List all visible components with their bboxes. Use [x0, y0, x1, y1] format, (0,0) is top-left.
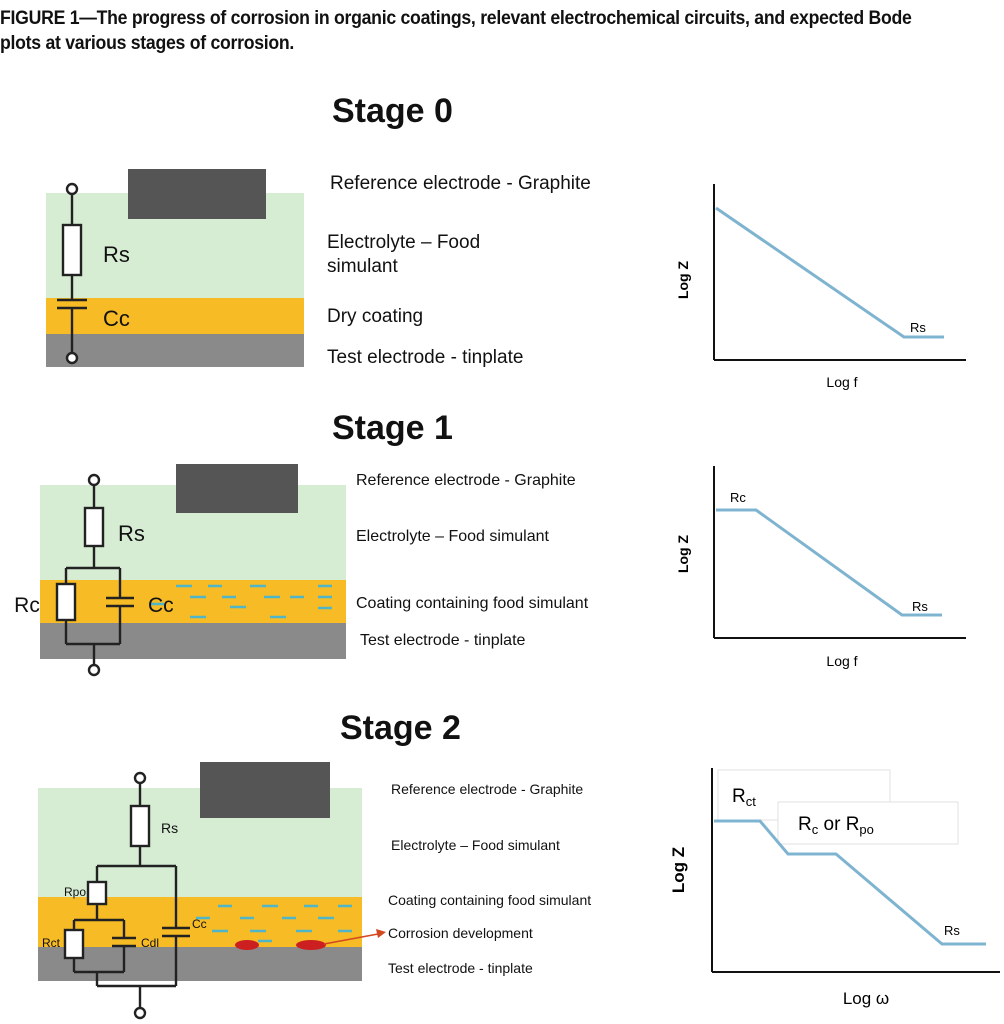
stage-1-reference-label: Reference electrode - Graphite — [356, 472, 576, 489]
y-axis-label: Log Z — [669, 847, 688, 893]
stage-2-title: Stage 2 — [340, 709, 461, 747]
stage-1-rs-label: Rs — [118, 521, 145, 546]
x-axis-label: Log f — [826, 653, 857, 669]
stage-0-electrolyte-label-2: simulant — [327, 256, 398, 277]
stage-1-cell-diagram — [40, 464, 346, 677]
stage-2-rpo-label: Rpo — [64, 885, 87, 899]
stage-1-bode-plot: Log Z Log f Rc Rs — [676, 466, 966, 669]
reference-electrode — [200, 762, 330, 818]
substrate-layer — [38, 947, 362, 981]
rs-annotation: Rs — [944, 923, 960, 938]
y-axis-label: Log Z — [676, 535, 691, 574]
x-axis-label: Log f — [826, 374, 857, 390]
stage-0-coating-label: Dry coating — [327, 306, 424, 327]
rs-annotation: Rs — [912, 599, 928, 614]
annotation-box — [777, 801, 959, 845]
equivalent-circuit — [57, 182, 87, 365]
equivalent-circuit — [63, 771, 190, 1020]
stage-0-cc-label: Cc — [103, 306, 130, 331]
stage-1-substrate-label: Test electrode - tinplate — [360, 632, 526, 649]
stage-2-coating-label: Coating containing food simulant — [388, 892, 592, 908]
stage-0-substrate-label: Test electrode - tinplate — [327, 347, 524, 368]
rct-resistor-symbol — [63, 928, 85, 960]
stage-0-electrolyte-label-1: Electrolyte – Food — [327, 232, 481, 253]
stage-1-rc-label-clip: Rc — [0, 594, 57, 622]
rc-resistor-symbol — [55, 582, 77, 622]
reference-electrode — [176, 464, 298, 513]
corrosion-spot — [296, 940, 326, 950]
equivalent-circuit — [55, 473, 134, 677]
rs-resistor-symbol — [61, 223, 83, 277]
rpo-resistor-symbol — [86, 880, 108, 906]
figure-caption: FIGURE 1—The progress of corrosion in or… — [0, 8, 912, 54]
reference-electrode — [128, 169, 266, 219]
food-simulant-dashes — [196, 904, 352, 943]
x-axis-label: Log ω — [843, 989, 889, 1008]
stage-1-rc-label: Rc — [14, 594, 40, 617]
rct-annotation: Rct — [732, 786, 756, 809]
rc-annotation: Rc — [730, 490, 746, 505]
corrosion-spot — [235, 940, 259, 950]
stage-2-rs-label: Rs — [161, 820, 179, 836]
impedance-curve — [716, 508, 942, 617]
rs-resistor-symbol — [129, 804, 151, 848]
substrate-layer — [40, 623, 346, 659]
stage-0-cell-diagram — [46, 169, 304, 367]
coating-layer — [46, 298, 304, 334]
stage-0-title: Stage 0 — [332, 92, 453, 130]
y-axis-label: Log Z — [676, 261, 691, 300]
stage-2-reference-label: Reference electrode - Graphite — [391, 781, 584, 797]
stage-2-corrosion-label: Corrosion development — [388, 925, 533, 941]
stage-2-cdl-label: Cdl — [141, 936, 160, 950]
stage-0-bode-plot: Log Z Log f Rs — [676, 184, 966, 390]
stage-2-rct-label: Rct — [42, 936, 60, 950]
stage-1-cc-label: Cc — [148, 594, 174, 617]
rs-resistor-symbol — [83, 506, 105, 548]
rs-annotation: Rs — [910, 320, 926, 335]
stage-0-rs-label: Rs — [103, 242, 130, 267]
stage-0-reference-label: Reference electrode - Graphite — [330, 173, 591, 194]
stage-2-cc-label: Cc — [192, 917, 207, 931]
stage-2-cell-diagram — [38, 762, 362, 1020]
stage-1-electrolyte-label: Electrolyte – Food simulant — [356, 528, 549, 545]
food-simulant-dashes — [150, 584, 332, 619]
impedance-curve — [714, 819, 986, 946]
rc-or-rpo-annotation: Rc or Rpo — [798, 814, 874, 837]
corrosion-pointer-arrow — [323, 929, 386, 945]
stage-2-bode-plot: Log Z Log ω Rct Rc or Rpo Rs — [669, 768, 1000, 1008]
stage-1-title: Stage 1 — [332, 409, 453, 447]
impedance-curve — [715, 206, 944, 339]
stage-1-coating-label: Coating containing food simulant — [356, 595, 589, 612]
stage-2-electrolyte-label: Electrolyte – Food simulant — [391, 837, 560, 853]
substrate-layer — [46, 334, 304, 367]
stage-2-substrate-label: Test electrode - tinplate — [388, 960, 533, 976]
